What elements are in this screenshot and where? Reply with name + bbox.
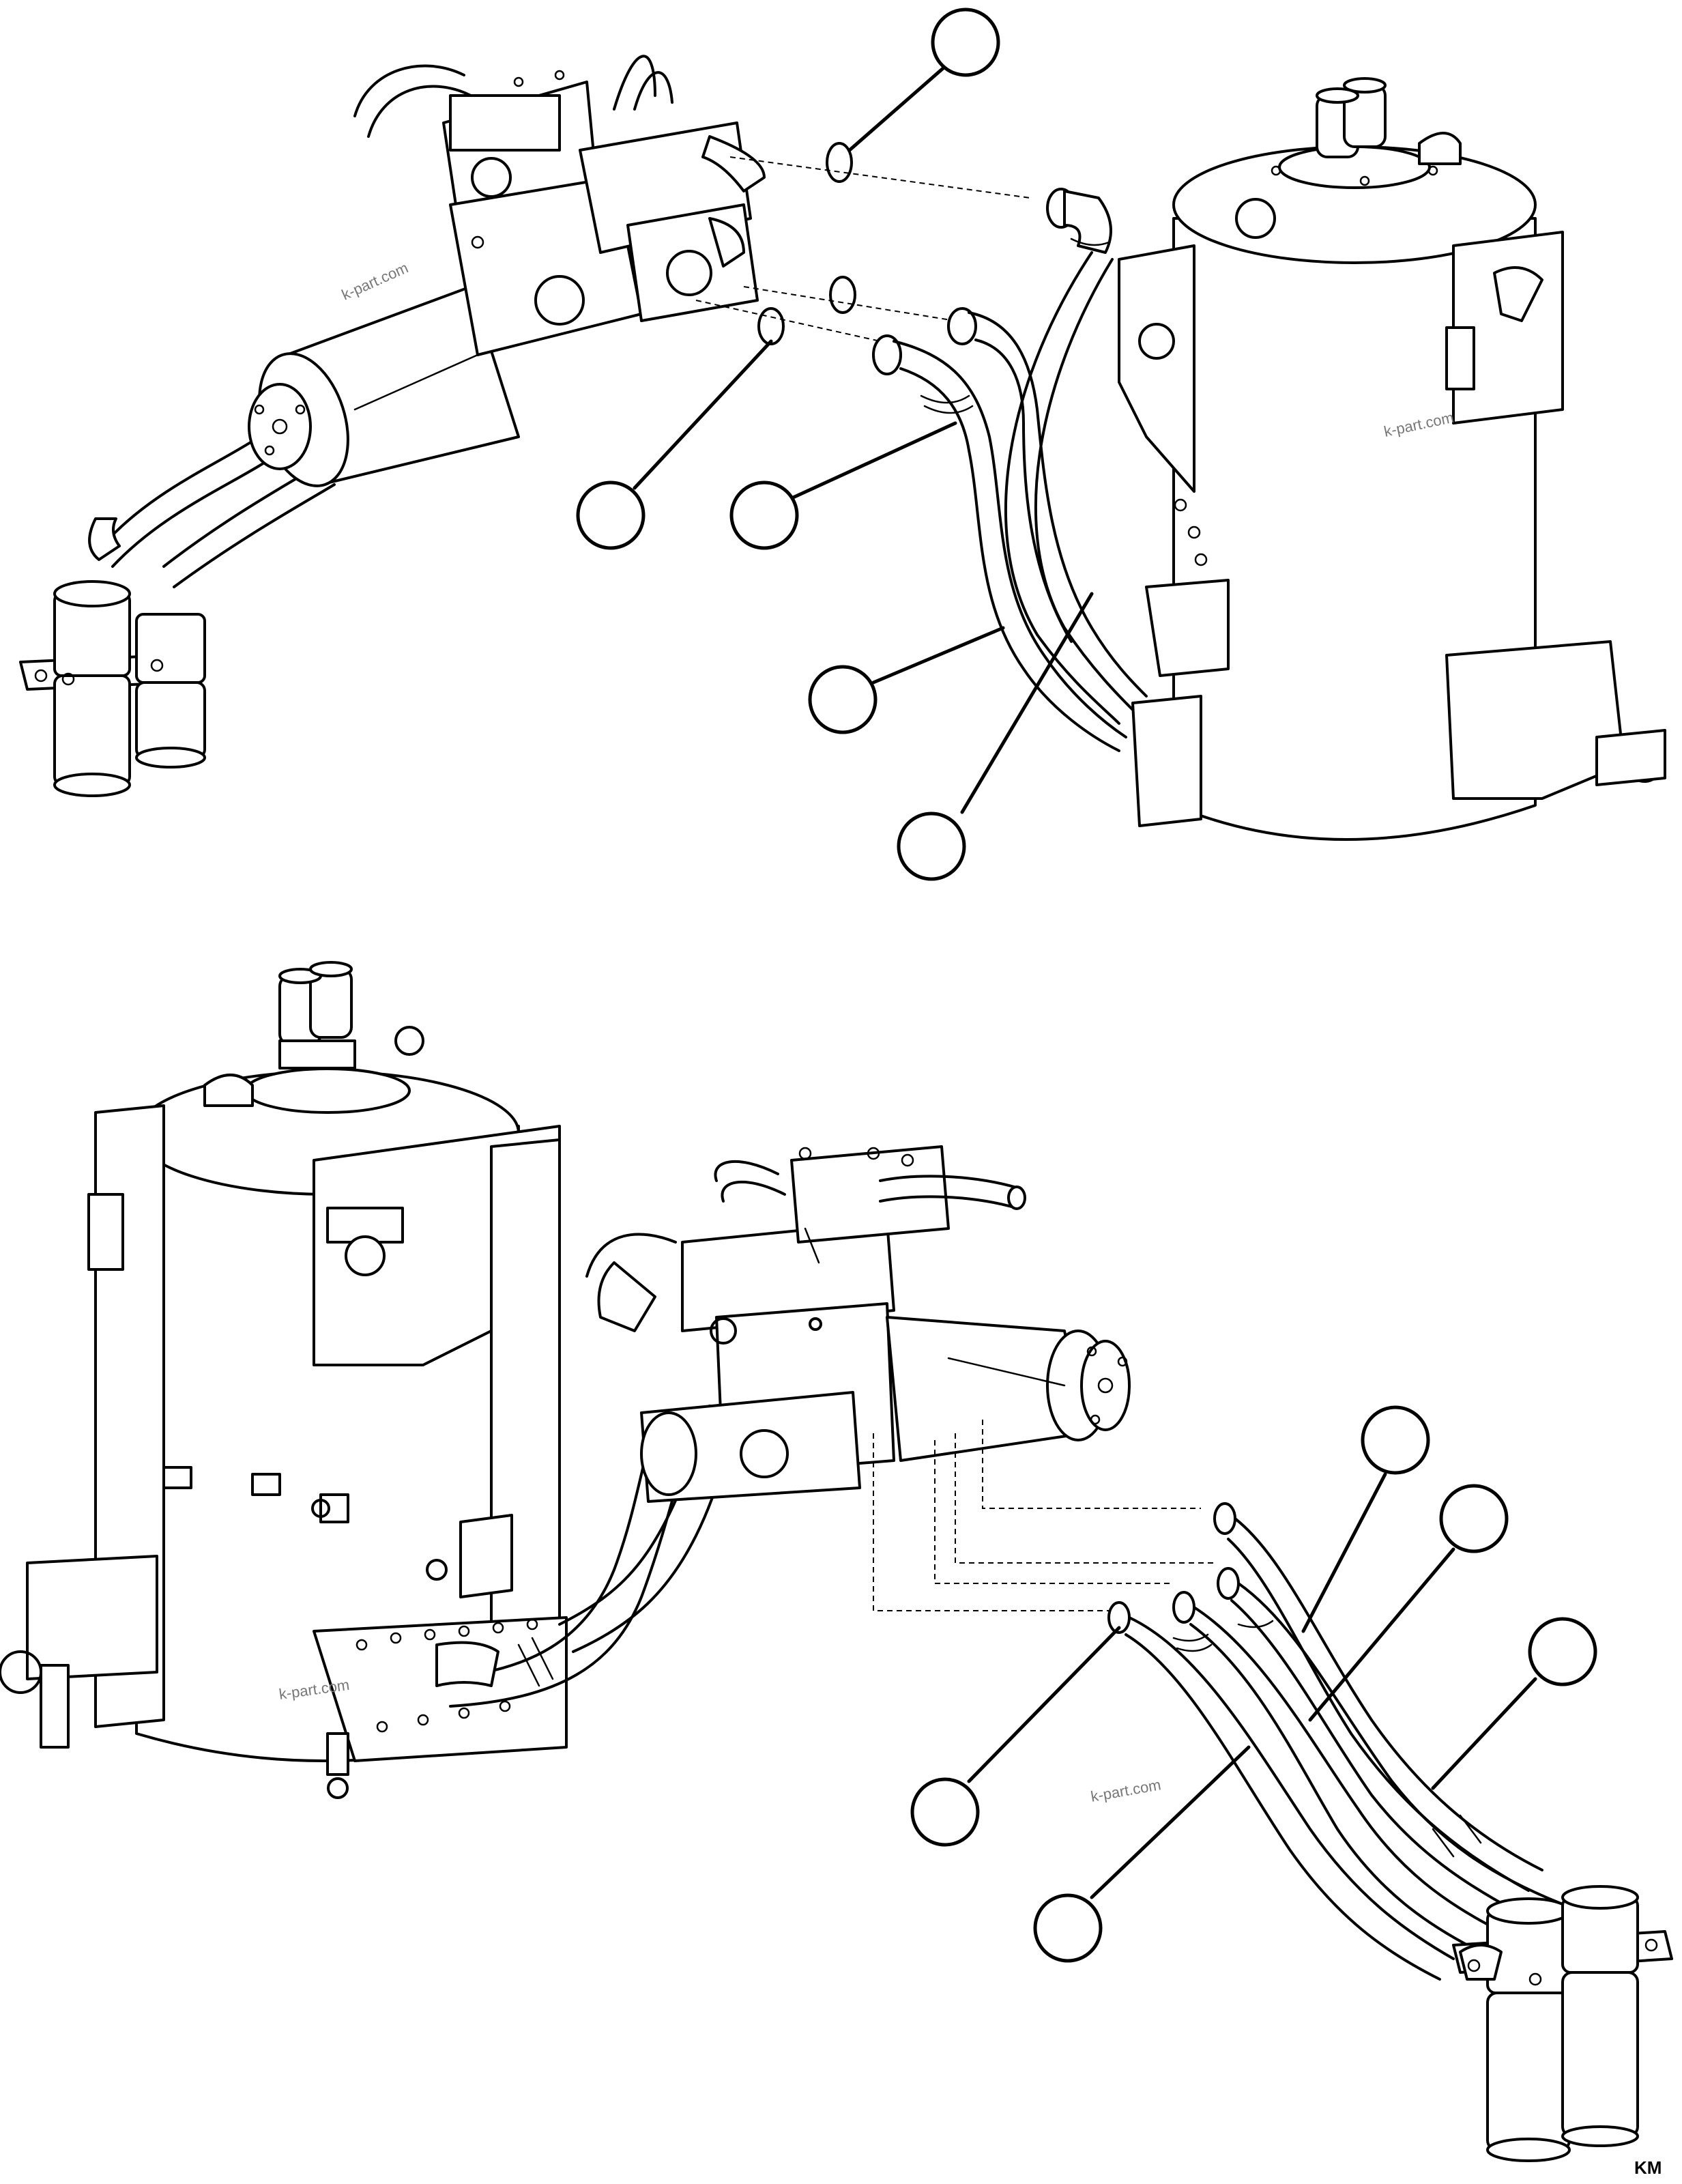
- top-pump-block: [353, 55, 766, 356]
- top-callout-5: [897, 811, 966, 881]
- top-callout-2: [576, 480, 646, 550]
- bottom-callout-2: [1439, 1484, 1509, 1553]
- top-callouts: [576, 8, 1094, 881]
- bottom-callout-1: [1361, 1405, 1430, 1475]
- watermark-bottom-center: k-part.com: [1090, 1776, 1163, 1805]
- bottom-callout-5: [1033, 1893, 1103, 1963]
- top-leader-2: [633, 339, 773, 490]
- top-callout-3: [729, 480, 799, 550]
- bottom-leader-2: [1308, 1547, 1455, 1722]
- top-tank-hoses: [872, 188, 1148, 752]
- bottom-filter-hoses: [1125, 1517, 1564, 1981]
- watermark-top-left: k-part.com: [339, 259, 411, 303]
- bottom-hose-fittings: [1107, 1502, 1240, 1634]
- bottom-callout-4: [910, 1777, 980, 1847]
- bottom-leader-4: [967, 1626, 1121, 1783]
- bottom-hydraulic-tank: [0, 961, 568, 1799]
- bottom-callout-3: [1528, 1617, 1597, 1686]
- bottom-assembly-view: k-part.com k-part.com: [0, 961, 1673, 2162]
- bottom-leader-5: [1090, 1745, 1251, 1899]
- top-leader-3: [789, 421, 957, 500]
- top-leader-5: [960, 592, 1094, 814]
- top-filter-housings: [19, 580, 206, 797]
- bottom-pump-block: [585, 1145, 1026, 1503]
- top-leader-4: [871, 626, 1005, 685]
- bottom-alignment-lines: [873, 1420, 1215, 1611]
- bottom-filter-housings: [1452, 1885, 1673, 2162]
- top-leader-1: [847, 53, 961, 152]
- bottom-leader-3: [1431, 1677, 1537, 1790]
- top-hydraulic-tank: [1118, 77, 1666, 841]
- top-callout-1: [931, 8, 1000, 77]
- top-alignment-lines: [695, 156, 1031, 342]
- top-callout-4: [808, 665, 878, 734]
- top-electric-motor: [248, 285, 520, 487]
- figure-code: KM: [1634, 2157, 1662, 2178]
- bottom-callouts: [910, 1405, 1597, 1963]
- top-o-rings: [757, 142, 856, 345]
- top-assembly-view: k-part.com k-part.com: [19, 8, 1666, 881]
- bottom-electric-motor: [886, 1316, 1131, 1462]
- bottom-leader-1: [1301, 1472, 1387, 1633]
